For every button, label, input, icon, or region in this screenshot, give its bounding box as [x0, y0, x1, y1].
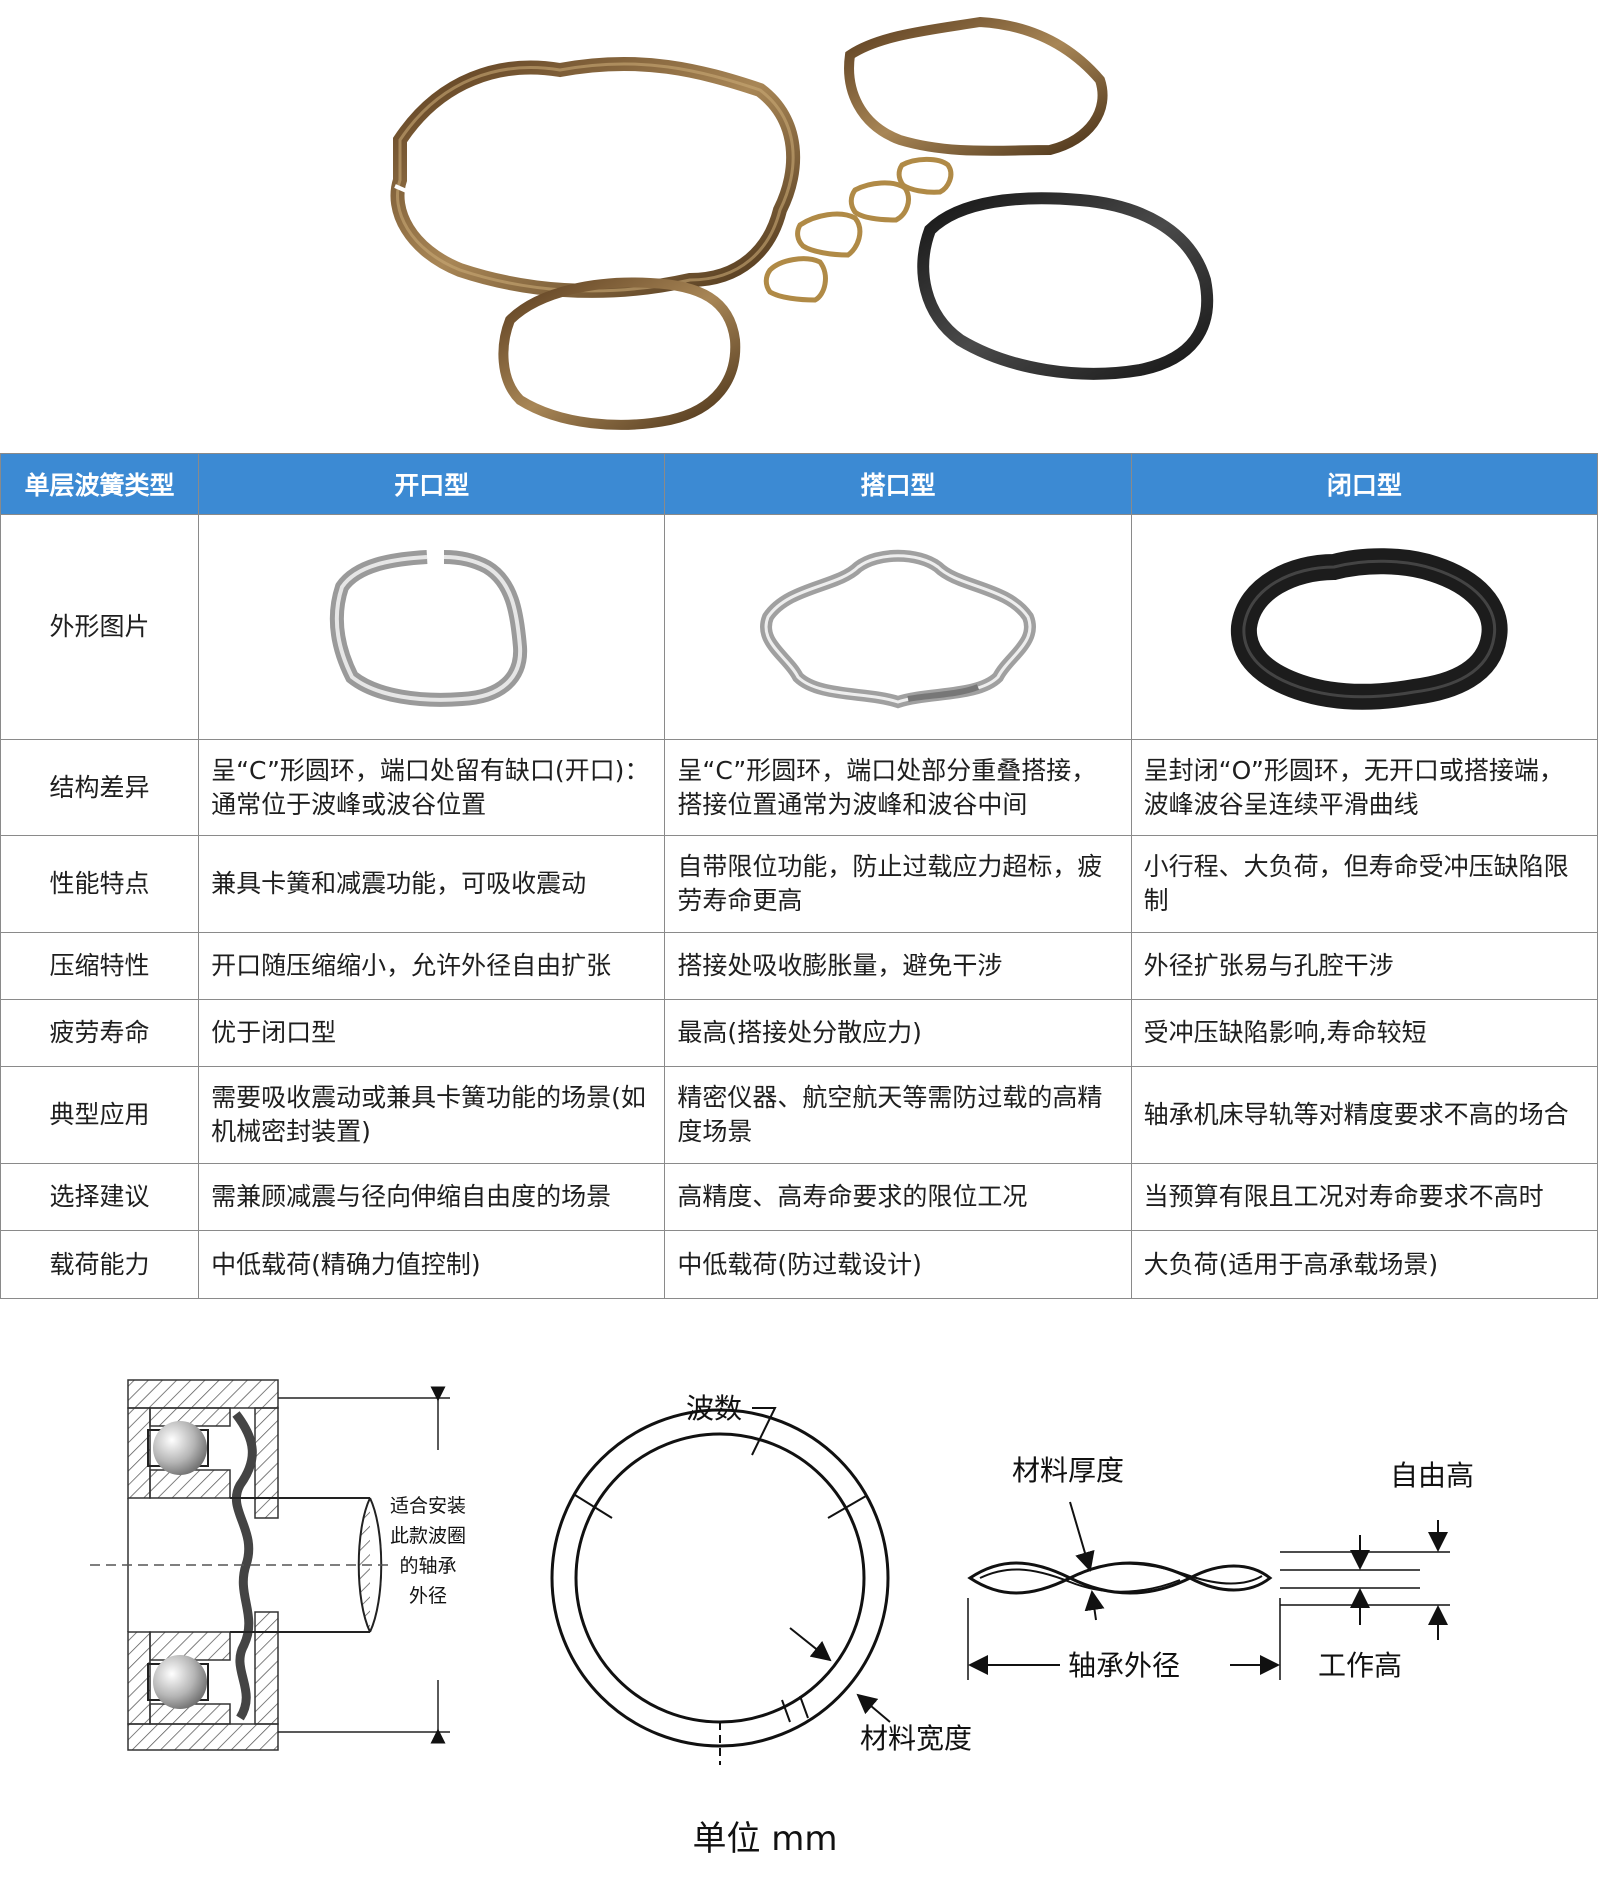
bearing-label-line-4: 外径 — [409, 1585, 447, 1607]
product-photo — [390, 16, 1214, 430]
bearing-ball-bottom — [153, 1655, 207, 1709]
table-cell: 大负荷(适用于高承载场景) — [1130, 1230, 1599, 1299]
wave-spring-profile — [231, 1411, 257, 1721]
wave-side-profile — [967, 1561, 1273, 1595]
table-row: 结构差异 呈“C”形圆环，端口处留有缺口(开口)：通常位于波峰或波谷位置 呈“C… — [0, 739, 1599, 836]
header-open-type: 开口型 — [198, 453, 666, 515]
wave-spring-small-bronze — [498, 277, 741, 430]
table-cell: 搭接处吸收膨胀量，避免干涉 — [664, 932, 1132, 1000]
bearing-section-diagram: 适合安装 此款波圈 的轴承 外径 — [90, 1379, 466, 1751]
table-row: 典型应用 需要吸收震动或兼具卡簧功能的场景(如机械密封装置) 精密仪器、航空航天… — [0, 1066, 1599, 1164]
table-row: 选择建议 需兼顾减震与径向伸缩自由度的场景 高精度、高寿命要求的限位工况 当预算… — [0, 1163, 1599, 1231]
table-row: 压缩特性 开口随压缩缩小，允许外径自由扩张 搭接处吸收膨胀量，避免干涉 外径扩张… — [0, 932, 1599, 1000]
overlap-type-image — [664, 514, 1132, 740]
material-width-label: 材料宽度 — [860, 1722, 972, 1755]
wave-spring-medium-bronze — [844, 16, 1108, 156]
table-row: 性能特点 兼具卡簧和减震功能，可吸收震动 自带限位功能，防止过载应力超标，疲劳寿… — [0, 835, 1599, 933]
table-cell: 需要吸收震动或兼具卡簧功能的场景(如机械密封装置) — [198, 1066, 666, 1164]
ring-top-view-diagram: 波数 材料宽度 — [550, 1392, 972, 1765]
table-row: 疲劳寿命 优于闭口型 最高(搭接处分散应力) 受冲压缺陷影响,寿命较短 — [0, 999, 1599, 1067]
row-label: 结构差异 — [0, 739, 200, 836]
bearing-label-line-2: 此款波圈 — [390, 1525, 466, 1547]
table-cell: 受冲压缺陷影响,寿命较短 — [1130, 999, 1599, 1067]
table-cell: 中低载荷(防过载设计) — [664, 1230, 1132, 1299]
row-label: 外形图片 — [0, 514, 200, 740]
table-cell: 小行程、大负荷，但寿命受冲压缺陷限制 — [1130, 835, 1599, 933]
open-type-image — [198, 514, 666, 740]
table-cell: 最高(搭接处分散应力) — [664, 999, 1132, 1067]
wave-spring-mini-3 — [848, 180, 911, 223]
table-cell: 呈“C”形圆环，端口处部分重叠搭接，搭接位置通常为波峰和波谷中间 — [664, 739, 1132, 836]
bearing-od-label: 轴承外径 — [1068, 1649, 1180, 1682]
table-cell: 轴承机床导轨等对精度要求不高的场合 — [1130, 1066, 1599, 1164]
side-profile-diagram: 材料厚度 轴承外径 自由高 工作高 — [967, 1454, 1474, 1682]
table-cell: 高精度、高寿命要求的限位工况 — [664, 1163, 1132, 1231]
row-label: 典型应用 — [0, 1066, 200, 1164]
table-cell: 当预算有限且工况对寿命要求不高时 — [1130, 1163, 1599, 1231]
header-overlap-type: 搭口型 — [664, 453, 1132, 515]
header-type: 单层波簧类型 — [0, 453, 200, 515]
comparison-table: 单层波簧类型 开口型 搭口型 闭口型 外形图片 — [0, 453, 1599, 1299]
header-closed-type: 闭口型 — [1130, 453, 1599, 515]
row-label: 选择建议 — [0, 1163, 200, 1231]
wave-spring-dark — [917, 192, 1214, 380]
table-cell: 呈封闭“O”形圆环，无开口或搭接端，波峰波谷呈连续平滑曲线 — [1130, 739, 1599, 836]
table-cell: 优于闭口型 — [198, 999, 666, 1067]
bearing-ball-top — [153, 1421, 207, 1475]
table-cell: 自带限位功能，防止过载应力超标，疲劳寿命更高 — [664, 835, 1132, 933]
technical-diagrams: 适合安装 此款波圈 的轴承 外径 波数 材料宽度 材料厚度 轴承 — [90, 1379, 1474, 1859]
wave-count-label: 波数 — [686, 1392, 742, 1425]
table-row: 载荷能力 中低载荷(精确力值控制) 中低载荷(防过载设计) 大负荷(适用于高承载… — [0, 1230, 1599, 1299]
table-cell: 呈“C”形圆环，端口处留有缺口(开口)：通常位于波峰或波谷位置 — [198, 739, 666, 836]
working-height-label: 工作高 — [1318, 1649, 1402, 1682]
wave-spring-mini-4 — [896, 156, 954, 195]
table-header-row: 单层波簧类型 开口型 搭口型 闭口型 — [0, 453, 1599, 515]
row-label: 疲劳寿命 — [0, 999, 200, 1067]
table-cell: 外径扩张易与孔腔干涉 — [1130, 932, 1599, 1000]
wave-spring-large-bronze — [390, 56, 801, 298]
table-cell: 中低载荷(精确力值控制) — [198, 1230, 666, 1299]
wave-spring-mini-2 — [795, 211, 863, 258]
bearing-label-line-3: 的轴承 — [399, 1555, 456, 1577]
closed-type-image — [1130, 514, 1599, 740]
table-row-images: 外形图片 — [0, 514, 1599, 740]
table-cell: 精密仪器、航空航天等需防过载的高精度场景 — [664, 1066, 1132, 1164]
unit-label: 单位 mm — [692, 1819, 837, 1859]
row-label: 载荷能力 — [0, 1230, 200, 1299]
free-height-label: 自由高 — [1390, 1459, 1474, 1492]
table-cell: 开口随压缩缩小，允许外径自由扩张 — [198, 932, 666, 1000]
bearing-label-line-1: 适合安装 — [390, 1495, 466, 1517]
table-cell: 兼具卡簧和减震功能，可吸收震动 — [198, 835, 666, 933]
material-thickness-label: 材料厚度 — [1012, 1454, 1124, 1487]
table-cell: 需兼顾减震与径向伸缩自由度的场景 — [198, 1163, 666, 1231]
row-label: 压缩特性 — [0, 932, 200, 1000]
row-label: 性能特点 — [0, 835, 200, 933]
wave-spring-mini-1 — [763, 256, 828, 303]
